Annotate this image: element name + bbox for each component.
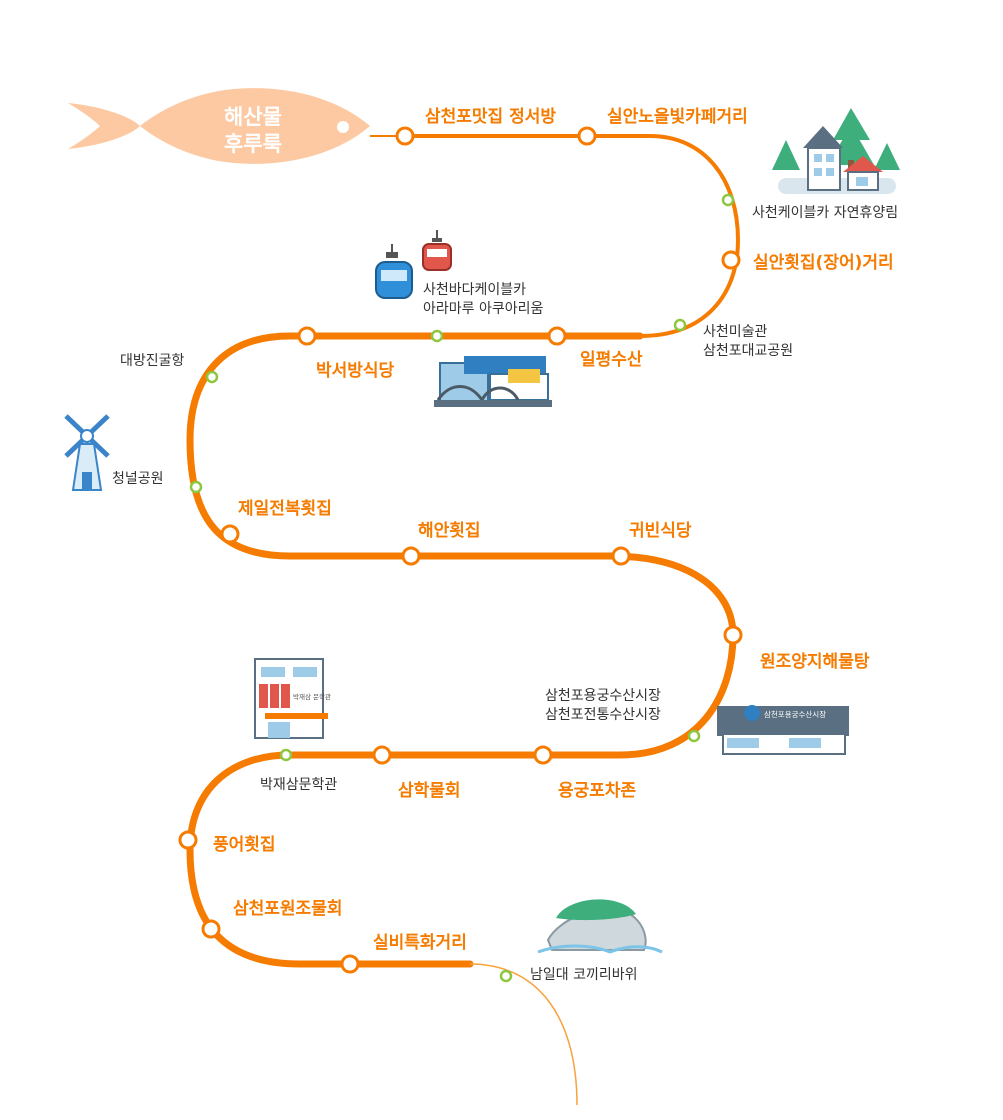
- restaurant-label[interactable]: 삼천포맛집 정서방: [425, 107, 557, 127]
- attraction-label-line: 사천케이블카 자연휴양림: [752, 205, 899, 221]
- restaurant-marker[interactable]: [201, 919, 221, 939]
- restaurant-marker[interactable]: [395, 126, 415, 146]
- restaurant-label[interactable]: 실안노을빛카페거리: [607, 107, 748, 127]
- restaurant-label[interactable]: 삼학물회: [398, 781, 461, 801]
- fish-eye-icon: [337, 121, 349, 133]
- restaurant-label[interactable]: 풍어횟집: [213, 835, 276, 855]
- restaurant-label[interactable]: 삼천포원조물회: [233, 899, 343, 919]
- fish-icon: [68, 88, 370, 164]
- attraction-label-line: 삼천포용궁수산시장: [545, 688, 661, 704]
- restaurant-marker[interactable]: [220, 524, 240, 544]
- restaurant-marker[interactable]: [340, 954, 360, 974]
- route-line: [405, 134, 741, 338]
- attraction-label-line: 남일대 코끼리바위: [530, 967, 638, 983]
- map-title-line: 후루룩: [224, 132, 282, 156]
- attraction-label[interactable]: 박재삼문학관: [260, 776, 337, 795]
- attraction-marker[interactable]: [189, 480, 203, 494]
- restaurant-label[interactable]: 일평수산: [580, 350, 643, 370]
- attraction-label[interactable]: 남일대 코끼리바위: [530, 966, 638, 985]
- forest-house-icon: [772, 108, 900, 194]
- restaurant-marker[interactable]: [721, 250, 741, 270]
- attraction-label-line: 사천미술관: [703, 324, 768, 340]
- attraction-label-line: 청널공원: [112, 471, 164, 487]
- map-title-line: 해산물: [224, 105, 282, 129]
- restaurant-label[interactable]: 원조양지해물탕: [760, 652, 870, 672]
- restaurant-marker[interactable]: [611, 546, 631, 566]
- restaurant-label[interactable]: 박서방식당: [316, 361, 395, 381]
- museum-sign-text: 박재삼 문학관: [293, 692, 331, 701]
- attraction-marker[interactable]: [721, 193, 735, 207]
- restaurant-marker[interactable]: [723, 625, 743, 645]
- attraction-label[interactable]: 사천케이블카 자연휴양림: [752, 204, 898, 223]
- restaurant-marker[interactable]: [533, 745, 553, 765]
- attraction-marker[interactable]: [687, 729, 701, 743]
- restaurant-marker[interactable]: [372, 745, 392, 765]
- restaurant-label[interactable]: 제일전복횟집: [238, 499, 332, 519]
- attraction-marker[interactable]: [673, 318, 687, 332]
- attraction-label-line: 박재삼문학관: [260, 777, 338, 793]
- cable-car-icon: [375, 230, 452, 299]
- restaurant-marker[interactable]: [178, 830, 198, 850]
- attraction-label-line: 대방진굴항: [120, 353, 185, 369]
- attraction-label-line: 삼천포대교공원: [703, 343, 794, 359]
- restaurant-marker[interactable]: [577, 126, 597, 146]
- attraction-label[interactable]: 사천미술관 삼천포대교공원: [703, 323, 793, 361]
- restaurant-label[interactable]: 귀빈식당: [629, 521, 692, 541]
- attraction-label[interactable]: 대방진굴항: [120, 352, 184, 371]
- attraction-marker[interactable]: [499, 969, 513, 983]
- attraction-label[interactable]: 사천바다케이블카 아라마루 아쿠아리움: [423, 281, 543, 319]
- attraction-label-line: 사천바다케이블카: [423, 282, 527, 298]
- windmill-icon: [64, 414, 110, 491]
- restaurant-label[interactable]: 실비특화거리: [373, 933, 467, 953]
- bridge-building-icon: [434, 356, 552, 407]
- restaurant-marker[interactable]: [547, 326, 567, 346]
- route-markers: [178, 126, 743, 983]
- restaurant-label[interactable]: 용궁포차존: [558, 781, 637, 801]
- attraction-marker[interactable]: [205, 370, 219, 384]
- route-line: [186, 332, 737, 968]
- attraction-label[interactable]: 청널공원: [112, 470, 164, 489]
- fish-market-icon: 삼천포용궁수산시장: [717, 705, 849, 755]
- route-line: [469, 963, 578, 1106]
- literature-museum-icon: 박재삼 문학관: [254, 658, 331, 739]
- attraction-marker[interactable]: [430, 329, 444, 343]
- map-title: 해산물 후루룩: [208, 104, 298, 158]
- market-sign-text: 삼천포용궁수산시장: [764, 709, 826, 719]
- attraction-label-line: 삼천포전통수산시장: [545, 707, 661, 723]
- attraction-label-line: 아라마루 아쿠아리움: [423, 301, 544, 317]
- attraction-label[interactable]: 삼천포용궁수산시장 삼천포전통수산시장: [545, 687, 661, 725]
- restaurant-label[interactable]: 해안횟집: [418, 521, 481, 541]
- restaurant-marker[interactable]: [297, 326, 317, 346]
- elephant-rock-icon: [537, 899, 663, 954]
- attraction-marker[interactable]: [279, 748, 293, 762]
- restaurant-marker[interactable]: [401, 546, 421, 566]
- restaurant-label[interactable]: 실안횟집(장어)거리: [753, 253, 894, 273]
